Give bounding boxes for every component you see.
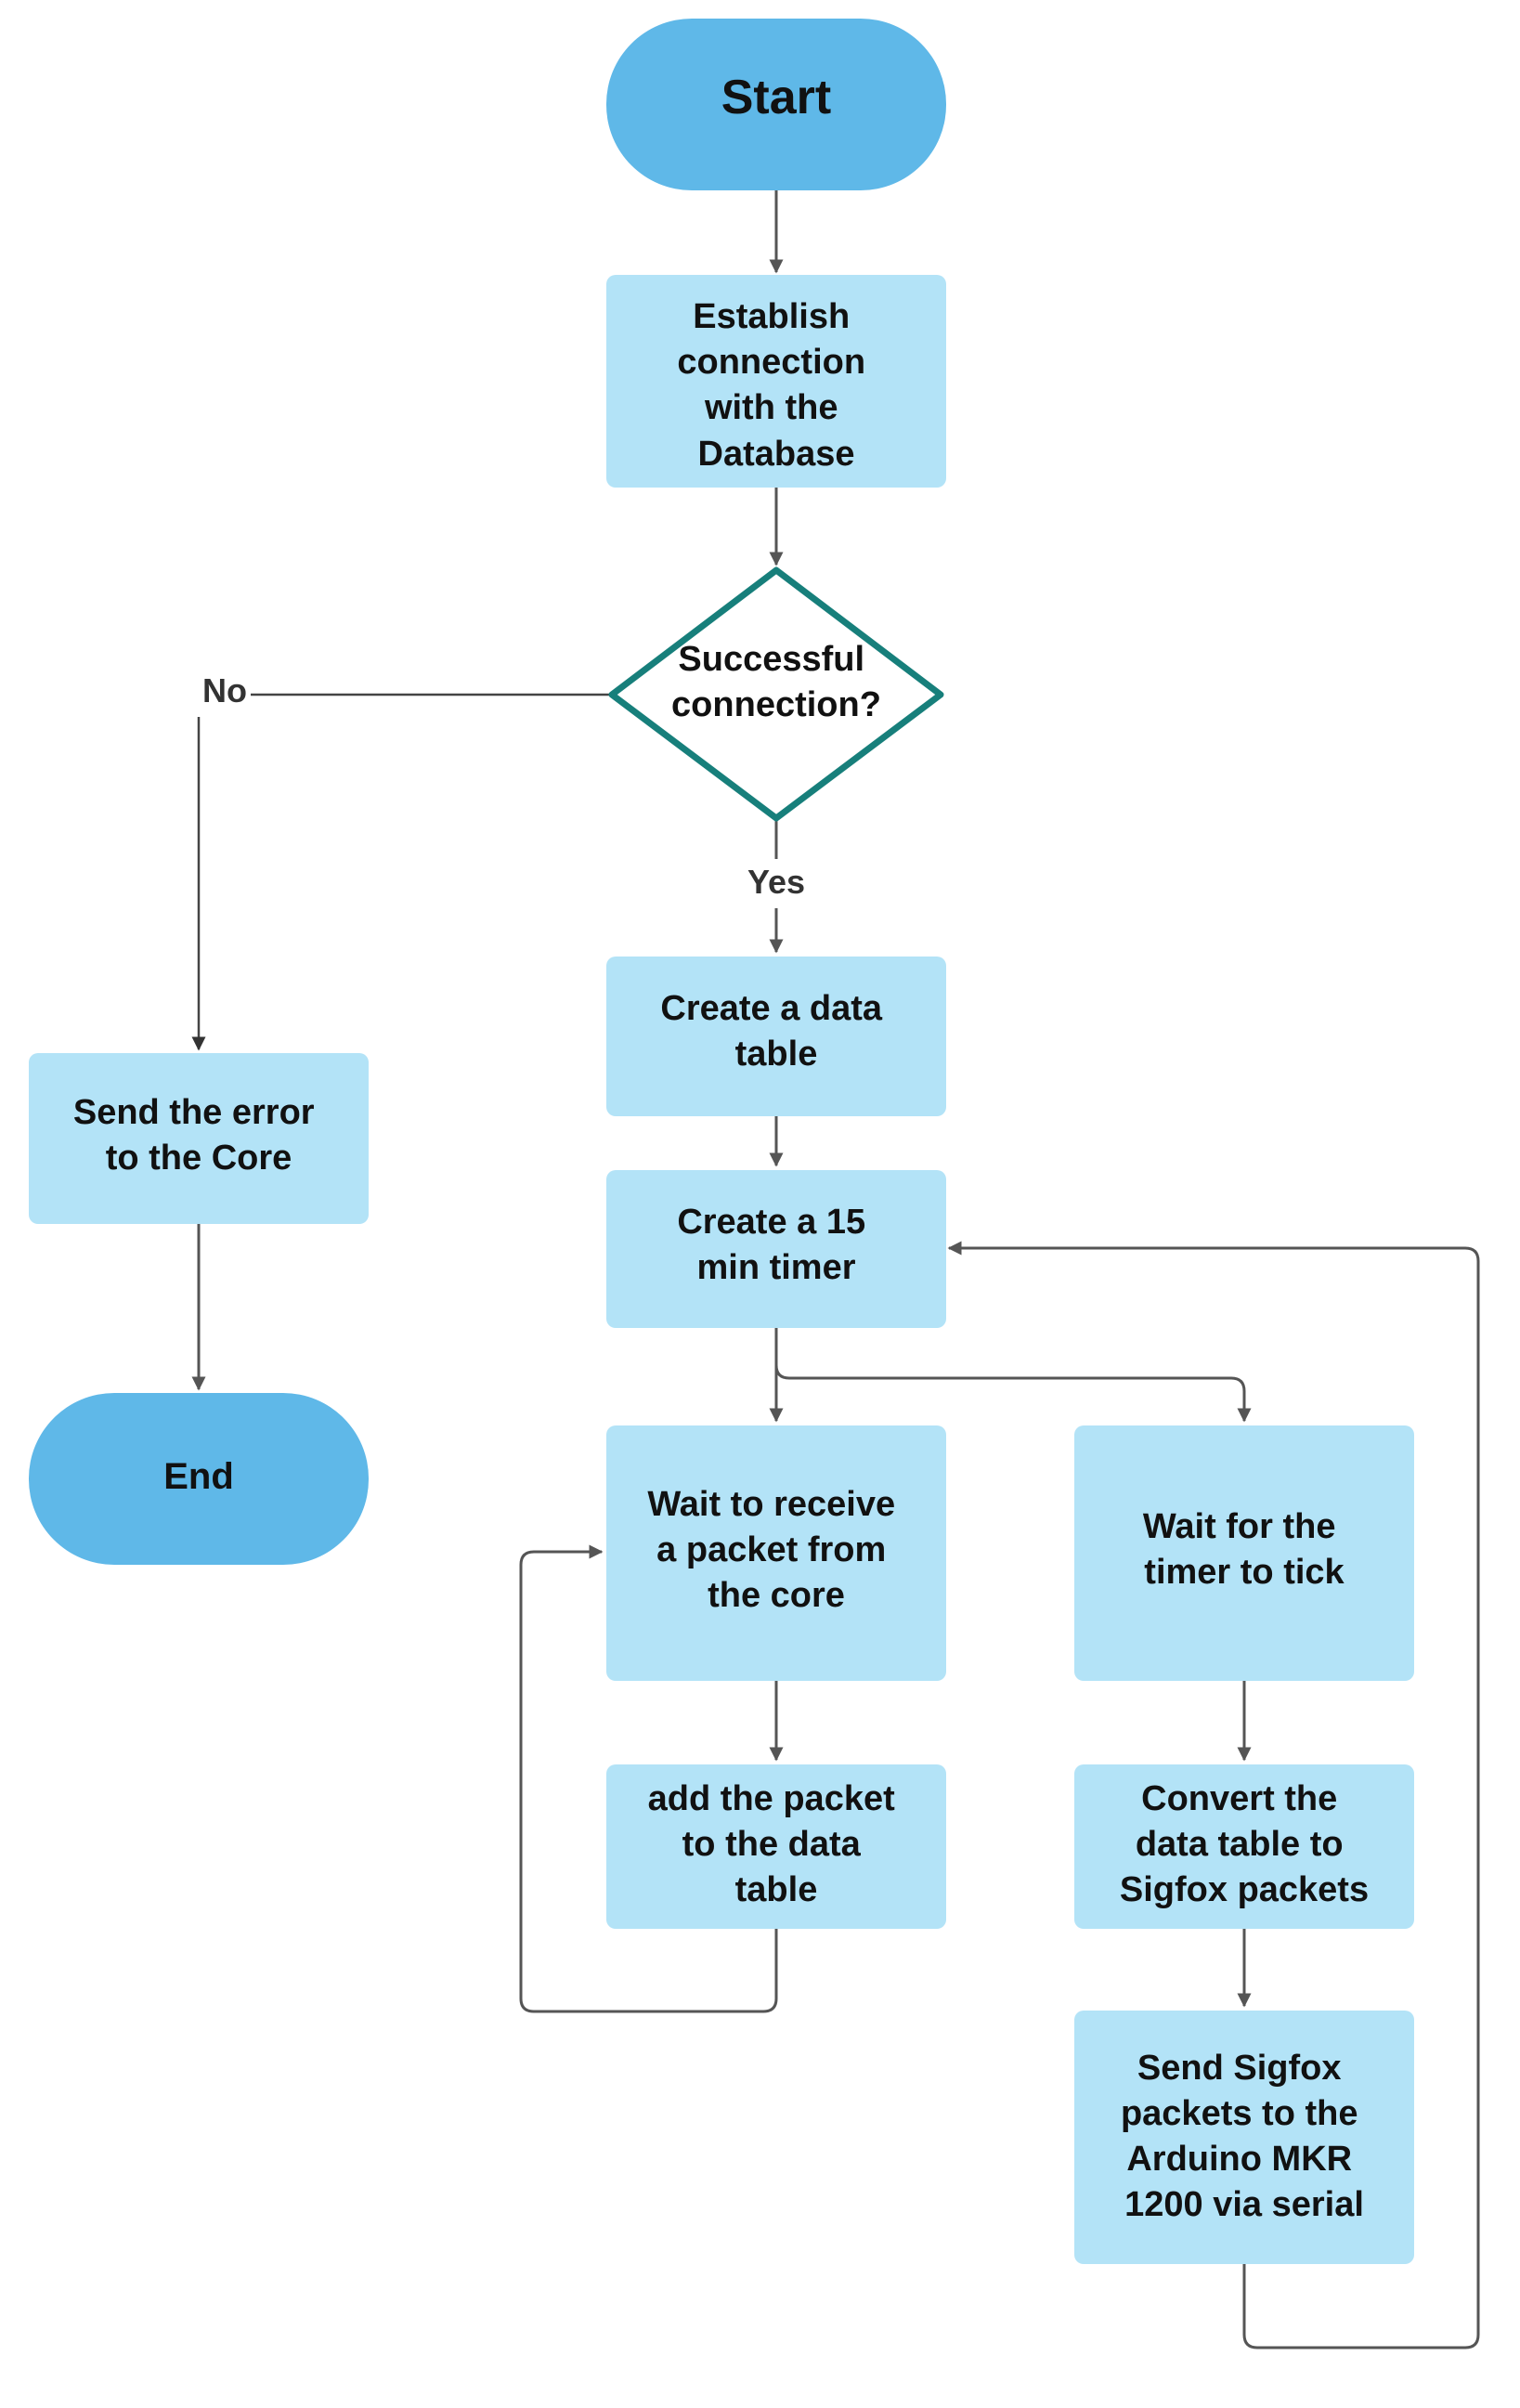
- decision-line-2: connection?: [671, 685, 881, 724]
- send-sigfox-line-2: packets to the: [1121, 2094, 1358, 2133]
- establish-line-3: with the: [704, 388, 838, 427]
- establish-line-1: Establish: [693, 297, 850, 336]
- send-sigfox-label: Send Sigfox packets to the Arduino MKR 1…: [1121, 2049, 1368, 2224]
- start-label: Start: [721, 71, 831, 124]
- wait-packet-line-2: a packet from: [656, 1530, 886, 1569]
- send-error-line-1: Send the error: [73, 1093, 315, 1132]
- establish-line-4: Database: [698, 435, 855, 474]
- convert-process[interactable]: Convert the data table to Sigfox packets: [1074, 1764, 1414, 1929]
- wait-packet-line-3: the core: [708, 1576, 845, 1615]
- wait-packet-shape: [606, 1425, 946, 1681]
- send-error-line-2: to the Core: [106, 1139, 292, 1178]
- create-data-table-process[interactable]: Create a data table: [606, 957, 946, 1116]
- establish-connection-process[interactable]: Establish connection with the Database: [606, 275, 946, 488]
- wait-packet-line-1: Wait to receive: [647, 1485, 895, 1524]
- wait-packet-label: Wait to receive a packet from the core: [647, 1485, 904, 1615]
- add-packet-shape: [606, 1764, 946, 1929]
- convert-line-1: Convert the: [1141, 1779, 1337, 1818]
- add-packet-label: add the packet to the data table: [648, 1779, 905, 1909]
- send-sigfox-process[interactable]: Send Sigfox packets to the Arduino MKR 1…: [1074, 2011, 1414, 2264]
- add-packet-line-1: add the packet: [648, 1779, 895, 1818]
- send-sigfox-line-3: Arduino MKR: [1126, 2140, 1352, 2179]
- decision-line-1: Successful: [678, 640, 864, 679]
- start-terminal-shape: [606, 19, 946, 190]
- wait-timer-line-2: timer to tick: [1144, 1553, 1345, 1592]
- wait-timer-line-1: Wait for the: [1143, 1507, 1336, 1546]
- establish-line-2: connection: [677, 343, 865, 382]
- successful-connection-decision[interactable]: Successful connection?: [608, 566, 944, 822]
- no-label-bg: [195, 667, 251, 713]
- create-timer-shape: [606, 1170, 946, 1328]
- send-error-process[interactable]: Send the error to the Core: [29, 1053, 369, 1224]
- create-timer-process[interactable]: Create a 15 min timer: [606, 1170, 946, 1328]
- wait-timer-process[interactable]: Wait for the timer to tick: [1074, 1425, 1414, 1681]
- end-terminal[interactable]: End: [29, 1393, 369, 1565]
- create-timer-line-1: Create a 15: [677, 1203, 865, 1242]
- decision-label: Successful connection?: [671, 640, 881, 724]
- add-packet-line-3: table: [735, 1870, 818, 1909]
- create-timer-label: Create a 15 min timer: [677, 1203, 875, 1287]
- wait-timer-label: Wait for the timer to tick: [1143, 1507, 1345, 1592]
- wait-packet-process[interactable]: Wait to receive a packet from the core: [606, 1425, 946, 1681]
- convert-line-2: data table to: [1136, 1825, 1344, 1864]
- convert-line-3: Sigfox packets: [1120, 1870, 1369, 1909]
- send-sigfox-line-1: Send Sigfox: [1137, 2049, 1342, 2088]
- create-table-line-2: table: [735, 1035, 818, 1074]
- edge-label-no: No: [202, 671, 247, 709]
- establish-connection-label: Establish connection with the Database: [677, 297, 875, 474]
- edge-add-packet-loop: [519, 1544, 778, 2013]
- send-error-label: Send the error to the Core: [73, 1093, 324, 1178]
- add-packet-process[interactable]: add the packet to the data table: [606, 1764, 946, 1929]
- edge-timer-to-wait-timer: [774, 1364, 1252, 1423]
- end-label: End: [163, 1456, 234, 1497]
- end-terminal-shape: [29, 1393, 369, 1565]
- send-error-shape: [29, 1053, 369, 1224]
- edge-label-yes: Yes: [747, 863, 805, 901]
- wait-timer-shape: [1074, 1425, 1414, 1681]
- decision-shape: [608, 566, 944, 822]
- convert-shape: [1074, 1764, 1414, 1929]
- create-data-table-shape: [606, 957, 946, 1116]
- establish-connection-shape: [606, 275, 946, 488]
- create-timer-line-2: min timer: [696, 1248, 855, 1287]
- add-packet-line-2: to the data: [682, 1825, 862, 1864]
- convert-label: Convert the data table to Sigfox packets: [1120, 1779, 1369, 1909]
- edge-send-loop-to-timer: [947, 1241, 1480, 2349]
- send-sigfox-shape: [1074, 2011, 1414, 2264]
- send-sigfox-line-4: 1200 via serial: [1124, 2185, 1364, 2224]
- create-data-table-label: Create a data table: [660, 989, 891, 1074]
- create-table-line-1: Create a data: [660, 989, 883, 1028]
- start-terminal[interactable]: Start: [606, 19, 946, 190]
